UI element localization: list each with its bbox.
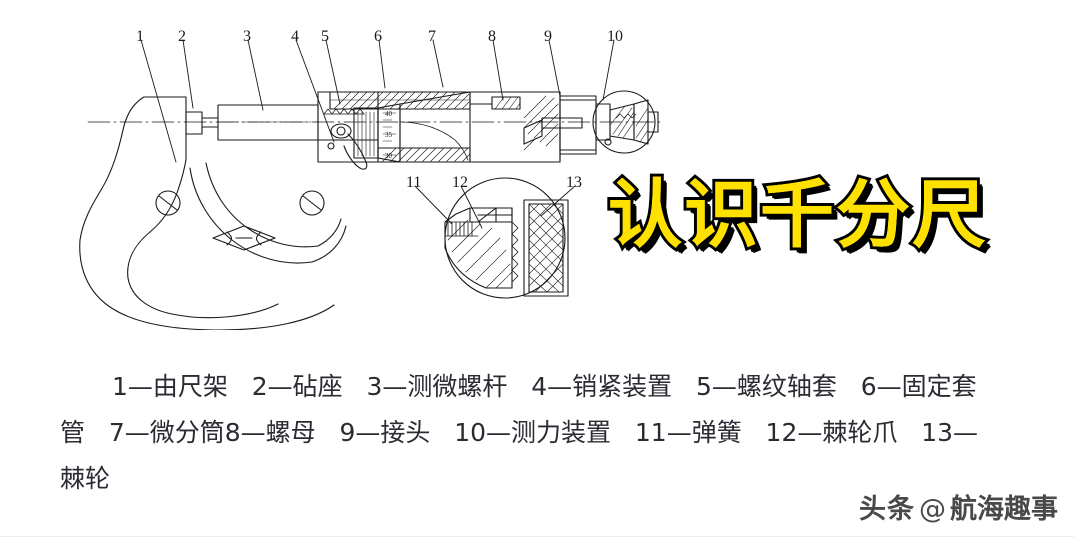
thimble-scale-numbers: 40 35 30	[385, 110, 393, 160]
joint-coupling	[469, 91, 597, 163]
callout-7: 7	[428, 28, 436, 45]
screw-threads	[323, 108, 365, 115]
frame-logo	[212, 225, 276, 251]
spring-coil	[444, 221, 479, 237]
force-device	[592, 90, 659, 154]
callout-6: 6	[374, 28, 382, 45]
watermark-at-symbol: @	[919, 494, 946, 525]
lock-clamp	[330, 123, 368, 170]
callout-8: 8	[488, 28, 496, 45]
bottom-divider	[0, 536, 1074, 537]
watermark-platform: 头条	[859, 494, 915, 525]
micrometer-diagram: 40 35 30	[0, 0, 700, 330]
caption-line-1: 1—由尺架 2—砧座 3—测微螺杆 4—销紧装置 5—螺纹轴套 6—固定套	[112, 372, 977, 401]
ratchet-teeth	[511, 221, 519, 283]
callout-9: 9	[544, 28, 552, 45]
force-hatching	[610, 105, 635, 139]
watermark: 头条@航海趣事	[859, 487, 1058, 526]
callout-1: 1	[136, 28, 144, 45]
thimble	[353, 91, 471, 163]
detail-circle-ratchet	[444, 177, 569, 299]
detail-hatching	[447, 219, 513, 289]
callout-13: 13	[566, 174, 582, 191]
callout-12: 12	[452, 174, 468, 191]
page-title: 认识千分尺	[608, 172, 988, 258]
knurl-pattern	[528, 203, 564, 293]
threaded-bushing	[317, 91, 471, 150]
hatching-upper	[333, 91, 470, 110]
svg-text:35: 35	[385, 131, 393, 139]
watermark-account: 航海趣事	[950, 494, 1058, 525]
callout-4: 4	[291, 28, 299, 45]
caption-line-3: 棘轮	[60, 464, 111, 493]
micrometer-frame	[79, 96, 347, 330]
callout-11: 11	[406, 174, 422, 191]
page-title-outline: 认识千分尺	[605, 172, 989, 258]
hatching-lower	[381, 147, 471, 163]
callout-5: 5	[321, 28, 329, 45]
anvil	[185, 111, 219, 135]
nut	[469, 96, 521, 110]
parts-legend-caption: 1—由尺架 2—砧座 3—测微螺杆 4—销紧装置 5—螺纹轴套 6—固定套 管 …	[60, 364, 1070, 502]
frame-screws	[155, 190, 325, 216]
caption-line-2: 管 7—微分筒8—螺母 9—接头 10—测力装置 11—弹簧 12—棘轮爪 13…	[60, 418, 979, 447]
callout-2: 2	[178, 28, 186, 45]
callout-3: 3	[243, 28, 251, 45]
barrel-graduations	[357, 111, 375, 157]
joint-hatching	[523, 95, 559, 151]
callout-10: 10	[607, 28, 623, 45]
svg-text:40: 40	[385, 110, 393, 118]
svg-text:30: 30	[385, 152, 393, 160]
